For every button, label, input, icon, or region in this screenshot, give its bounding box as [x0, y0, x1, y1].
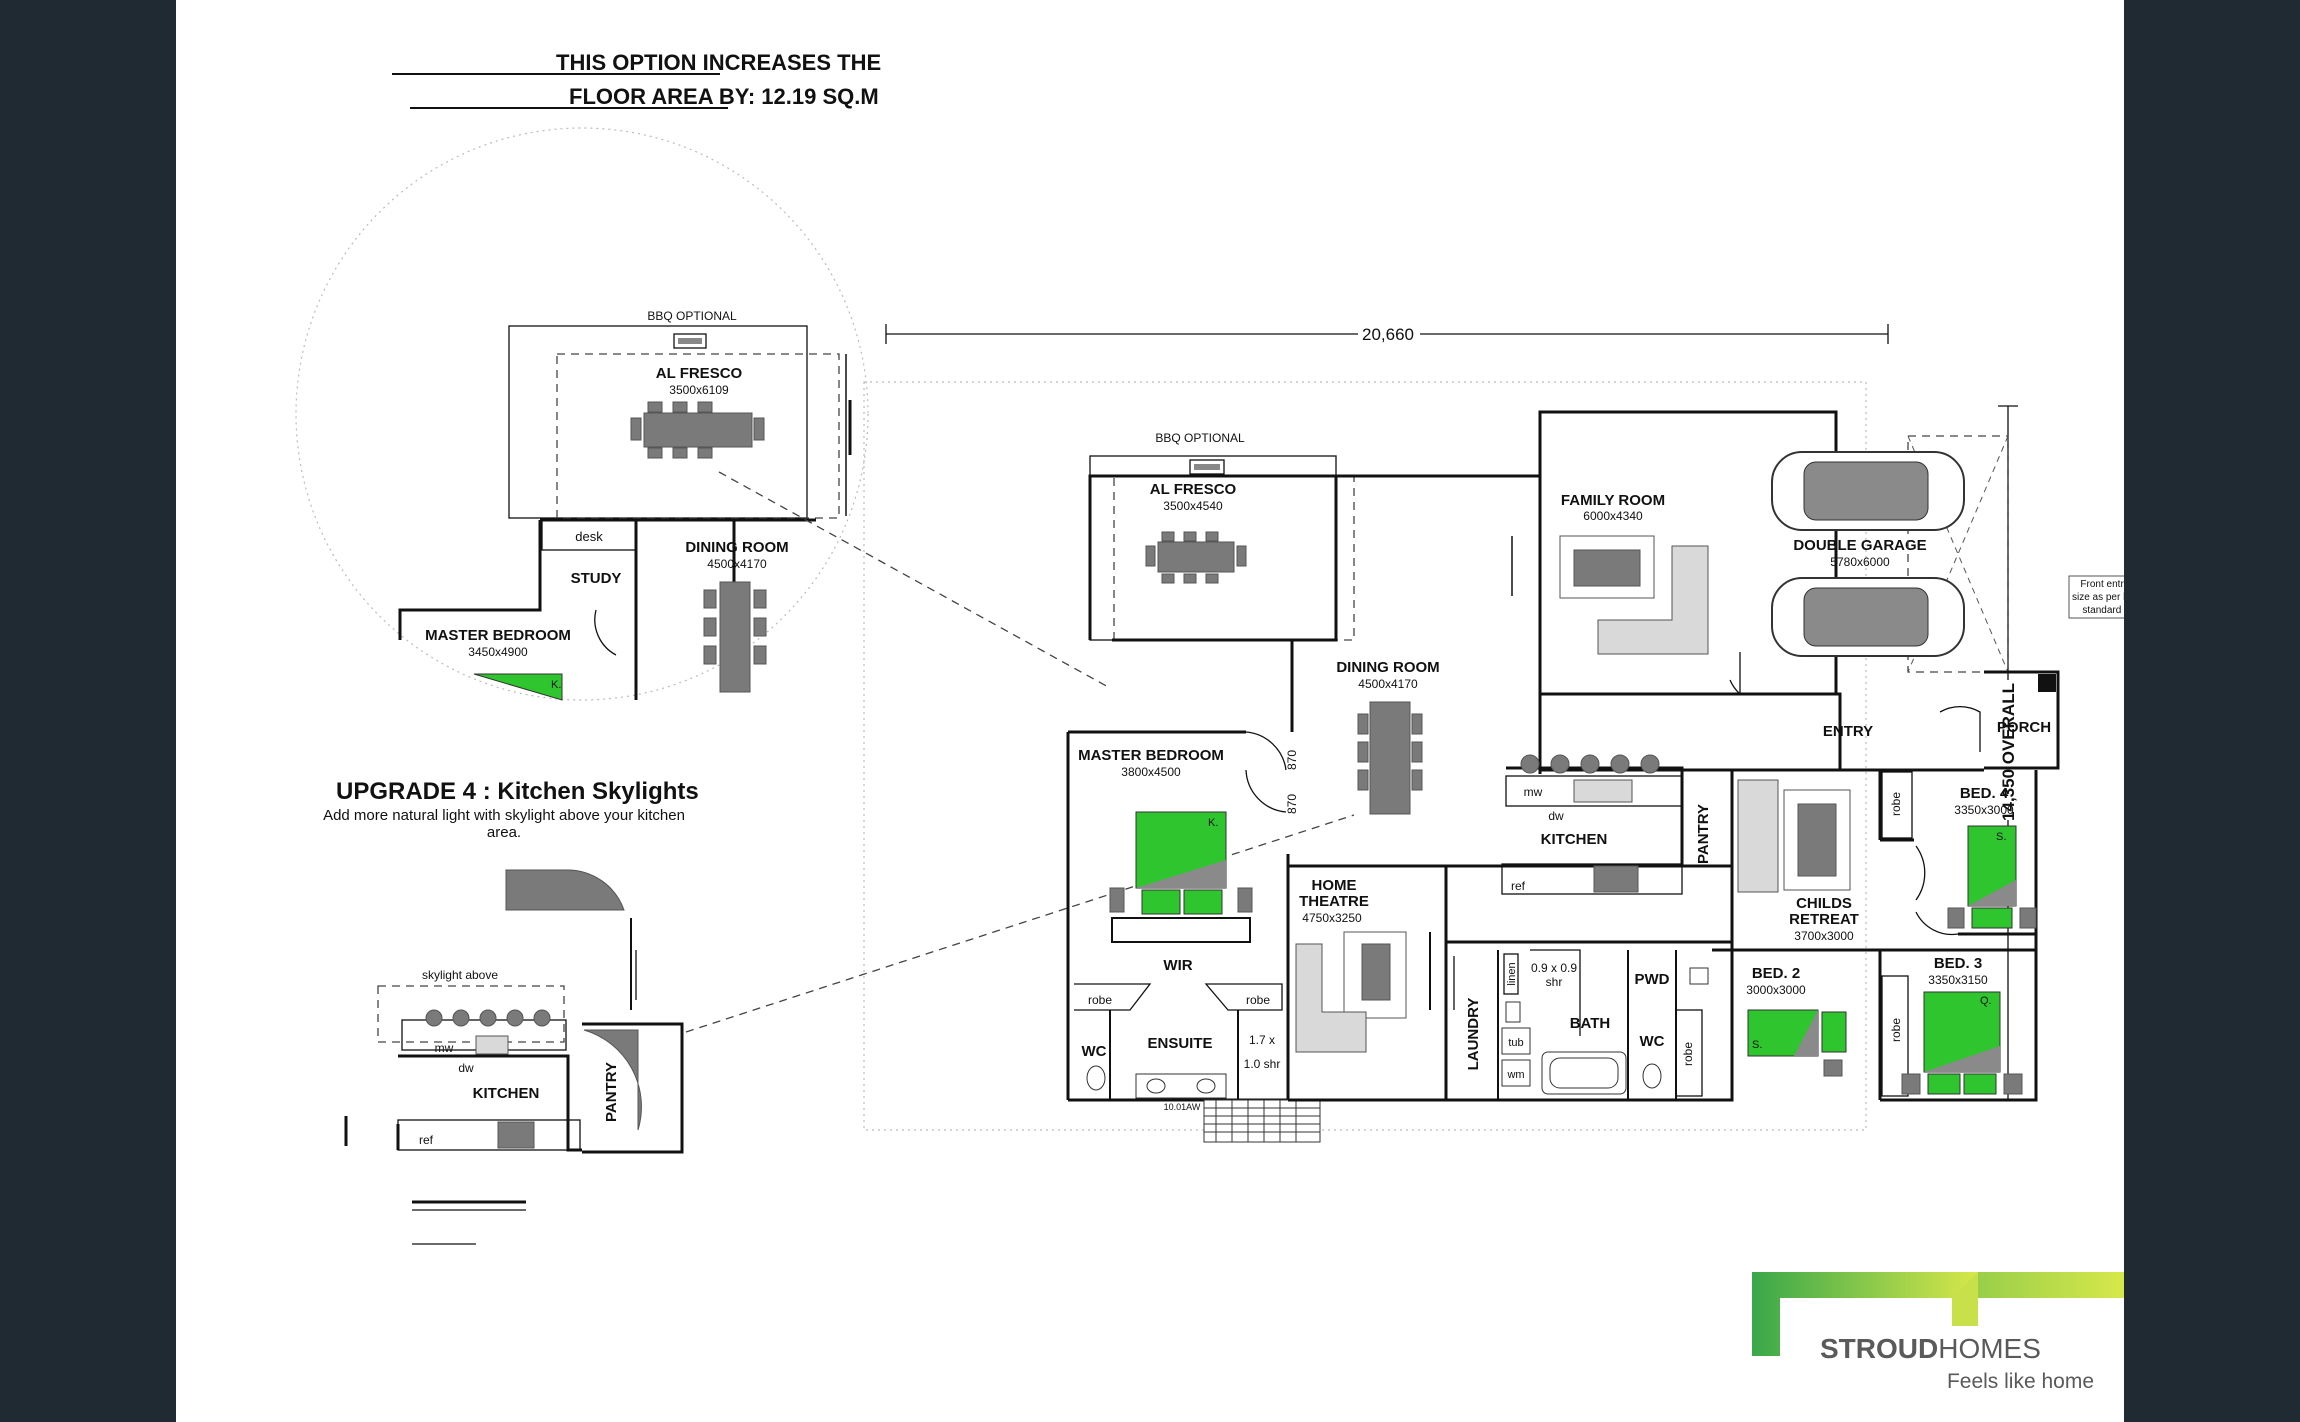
floor-plan-drawing: THIS OPTION INCREASES THE FLOOR AREA BY:… — [295, 50, 2124, 1393]
plan-bbq-label: BBQ OPTIONAL — [1155, 431, 1245, 445]
laundry-label: LAUNDRY — [1465, 998, 1482, 1071]
svg-text:STROUDHOMES: STROUDHOMES — [1820, 1333, 2041, 1364]
dining-size: 4500x4170 — [1358, 677, 1418, 691]
upgrade-desc-2: area. — [487, 824, 521, 841]
kitchen-dw-label: dw — [1548, 809, 1564, 823]
inset-dw-label: dw — [458, 1061, 474, 1075]
bed4-name: BED. 4 — [1960, 785, 2009, 802]
inset-kitchen-plan: skylight above mw dw KITCHEN PANTRY ref — [344, 869, 684, 1245]
door-870-b: 870 — [1285, 794, 1299, 814]
inset-pantry-label: PANTRY — [603, 1062, 620, 1122]
bath-label: BATH — [1570, 1015, 1611, 1032]
inset-desk-label: desk — [575, 529, 603, 544]
porch-label: PORCH — [1997, 719, 2051, 736]
wc-label: WC — [1640, 1033, 1665, 1050]
master-size: 3800x4500 — [1121, 765, 1181, 779]
main-floor-plan: 20,660 14,350 OVERALL BBQ OPTIONAL AL FR… — [863, 322, 2124, 1143]
theatre-name-1: HOME — [1312, 877, 1357, 894]
bed3-size: 3350x3150 — [1928, 973, 1988, 987]
bed3-name: BED. 3 — [1934, 955, 1982, 972]
floor-area-note-1: THIS OPTION INCREASES THE — [556, 50, 881, 75]
alfresco-size: 3500x4540 — [1163, 499, 1223, 513]
kitchen-ref-label: ref — [1511, 879, 1526, 893]
floor-area-note-2: FLOOR AREA BY: 12.19 SQ.M — [569, 84, 879, 109]
robe-label-1: robe — [1088, 993, 1112, 1007]
inset-master-size: 3450x4900 — [468, 645, 528, 659]
inset-alfresco-size: 3500x6109 — [669, 383, 729, 397]
childs-retreat-2: RETREAT — [1789, 911, 1859, 928]
master-bed-tag: K. — [1208, 817, 1218, 829]
inset-master-name: MASTER BEDROOM — [425, 627, 571, 644]
kitchen-mw-label: mw — [1524, 785, 1543, 799]
skylight-outline — [377, 985, 565, 1043]
master-name: MASTER BEDROOM — [1078, 747, 1224, 764]
front-entry-note-2: size as per builder's — [2072, 592, 2124, 603]
inset-bbq-label: BBQ OPTIONAL — [647, 309, 737, 323]
entry-label: ENTRY — [1823, 723, 1873, 740]
inset-alfresco-name: AL FRESCO — [656, 365, 743, 382]
robe-label-2: robe — [1246, 993, 1270, 1007]
inset-skylight-label: skylight above — [422, 968, 498, 982]
tub-label: tub — [1508, 1037, 1523, 1049]
kitchen-label: KITCHEN — [1541, 831, 1608, 848]
ensuite-wc-label: WC — [1082, 1043, 1107, 1060]
bed4-tag: S. — [1996, 831, 2006, 843]
bed2-robe-label: robe — [1681, 1042, 1695, 1066]
overall-depth-dim: 14,350 OVERALL — [1999, 683, 2018, 821]
bath-shower-1: 0.9 x 0.9 — [1531, 961, 1577, 975]
ensuite-shower-1: 1.7 x — [1249, 1033, 1275, 1047]
linen-label: linen — [1506, 962, 1518, 985]
stairs-label: 10.01AW — [1164, 1102, 1201, 1112]
brand-name-light: HOMES — [1938, 1333, 2041, 1364]
inset-mw-label: mw — [435, 1041, 454, 1055]
inset-kitchen-label: KITCHEN — [473, 1085, 540, 1102]
inset-study-label: STUDY — [571, 570, 622, 587]
stroud-homes-logo: STROUDHOMES Feels like home — [1752, 1272, 2124, 1393]
childs-retreat-size: 3700x3000 — [1794, 929, 1854, 943]
ensuite-shower-2: 1.0 shr — [1244, 1057, 1281, 1071]
inset-dining-size: 4500x4170 — [707, 557, 767, 571]
family-room-name: FAMILY ROOM — [1561, 492, 1665, 509]
wm-label: wm — [1506, 1069, 1524, 1081]
theatre-name-2: THEATRE — [1299, 893, 1369, 910]
upgrade-desc-1: Add more natural light with skylight abo… — [323, 807, 685, 824]
bed4-robe-label: robe — [1889, 792, 1903, 816]
upgrade-title: UPGRADE 4 : Kitchen Skylights — [336, 778, 699, 805]
brand-name-bold: STROUD — [1820, 1333, 1938, 1364]
brand-tagline: Feels like home — [1947, 1370, 2094, 1393]
bed2-size: 3000x3000 — [1746, 983, 1806, 997]
alfresco-name: AL FRESCO — [1150, 481, 1237, 498]
ensuite-label: ENSUITE — [1147, 1035, 1212, 1052]
pwd-label: PWD — [1635, 971, 1670, 988]
pantry-label: PANTRY — [1695, 804, 1712, 864]
theatre-size: 4750x3250 — [1302, 911, 1362, 925]
front-entry-note-1: Front entry door — [2080, 579, 2124, 590]
bed2-name: BED. 2 — [1752, 965, 1800, 982]
inset-circle-alfresco — [295, 127, 869, 701]
car-bottom — [1771, 577, 1965, 657]
bed3-tag: Q. — [1980, 995, 1992, 1007]
family-room-size: 6000x4340 — [1583, 509, 1643, 523]
bath-shower-2: shr — [1546, 975, 1563, 989]
garage-size: 5780x6000 — [1830, 555, 1890, 569]
dining-name: DINING ROOM — [1336, 659, 1439, 676]
inset-ref-label: ref — [419, 1133, 434, 1147]
inset-bed-tag: K. — [551, 679, 561, 691]
garage-name: DOUBLE GARAGE — [1793, 537, 1926, 554]
inset-dining-name: DINING ROOM — [685, 539, 788, 556]
front-entry-note-3: standard range — [2082, 605, 2124, 616]
floor-plan-sheet: THIS OPTION INCREASES THE FLOOR AREA BY:… — [176, 0, 2124, 1422]
bed2-tag: S. — [1752, 1039, 1762, 1051]
inset-alfresco-plan: BBQ OPTIONAL AL FRESCO 3500x6109 desk ST… — [398, 309, 852, 701]
childs-retreat-1: CHILDS — [1796, 895, 1852, 912]
door-870-a: 870 — [1285, 750, 1299, 770]
wir-label: WIR — [1163, 957, 1192, 974]
bed4-size: 3350x3000 — [1954, 803, 2014, 817]
car-top — [1771, 451, 1965, 531]
overall-width-dim: 20,660 — [1362, 325, 1414, 344]
bed3-robe-label: robe — [1889, 1018, 1903, 1042]
